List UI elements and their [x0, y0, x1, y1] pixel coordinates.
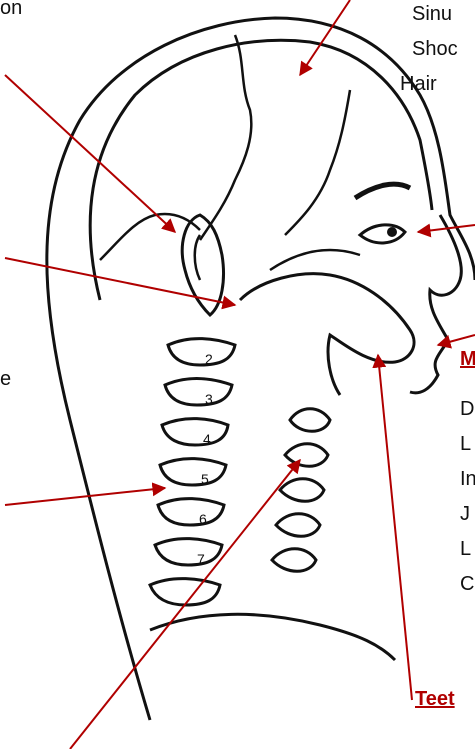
pointer-jaw-joint — [5, 258, 235, 305]
vertebra-number-2: 2 — [205, 351, 213, 367]
cheek — [270, 250, 360, 270]
pointer-mouth — [438, 335, 475, 345]
vertebra-number-5: 5 — [201, 471, 209, 487]
label-top-left: on — [0, 0, 22, 20]
brow — [355, 184, 410, 198]
vertebra-number-7: 7 — [197, 551, 205, 567]
label-sinus: Sinu — [412, 3, 452, 26]
list-item-3: In — [460, 468, 475, 491]
skull-suture — [200, 35, 251, 240]
list-item-4: J — [460, 503, 470, 526]
pointer-throat — [70, 460, 300, 749]
vertebra-number-4: 4 — [203, 431, 211, 447]
list-item-2: L — [460, 433, 471, 456]
list-item-5: L — [460, 538, 471, 561]
vertebra-number-6: 6 — [199, 511, 207, 527]
header-teeth: Teet — [415, 688, 455, 711]
label-hair: Hair — [400, 73, 437, 96]
vertebra-number-3: 3 — [205, 391, 213, 407]
ear — [182, 215, 223, 315]
ear-inner — [195, 235, 200, 280]
clavicle — [150, 614, 395, 660]
eye — [360, 225, 405, 243]
label-left-mid: e — [0, 368, 11, 391]
inner-skull — [90, 40, 432, 300]
pointer-skull — [300, 0, 350, 75]
header-mouth: M — [460, 348, 475, 371]
trachea — [272, 409, 330, 572]
list-item-6: C — [460, 573, 474, 596]
skull-suture-3 — [285, 90, 350, 235]
mandible — [240, 274, 414, 395]
label-shock: Shoc — [412, 38, 458, 61]
list-item-1: D — [460, 398, 474, 421]
pointer-cervical — [5, 488, 165, 505]
cervical-spine — [150, 339, 235, 605]
face-profile — [410, 215, 461, 393]
